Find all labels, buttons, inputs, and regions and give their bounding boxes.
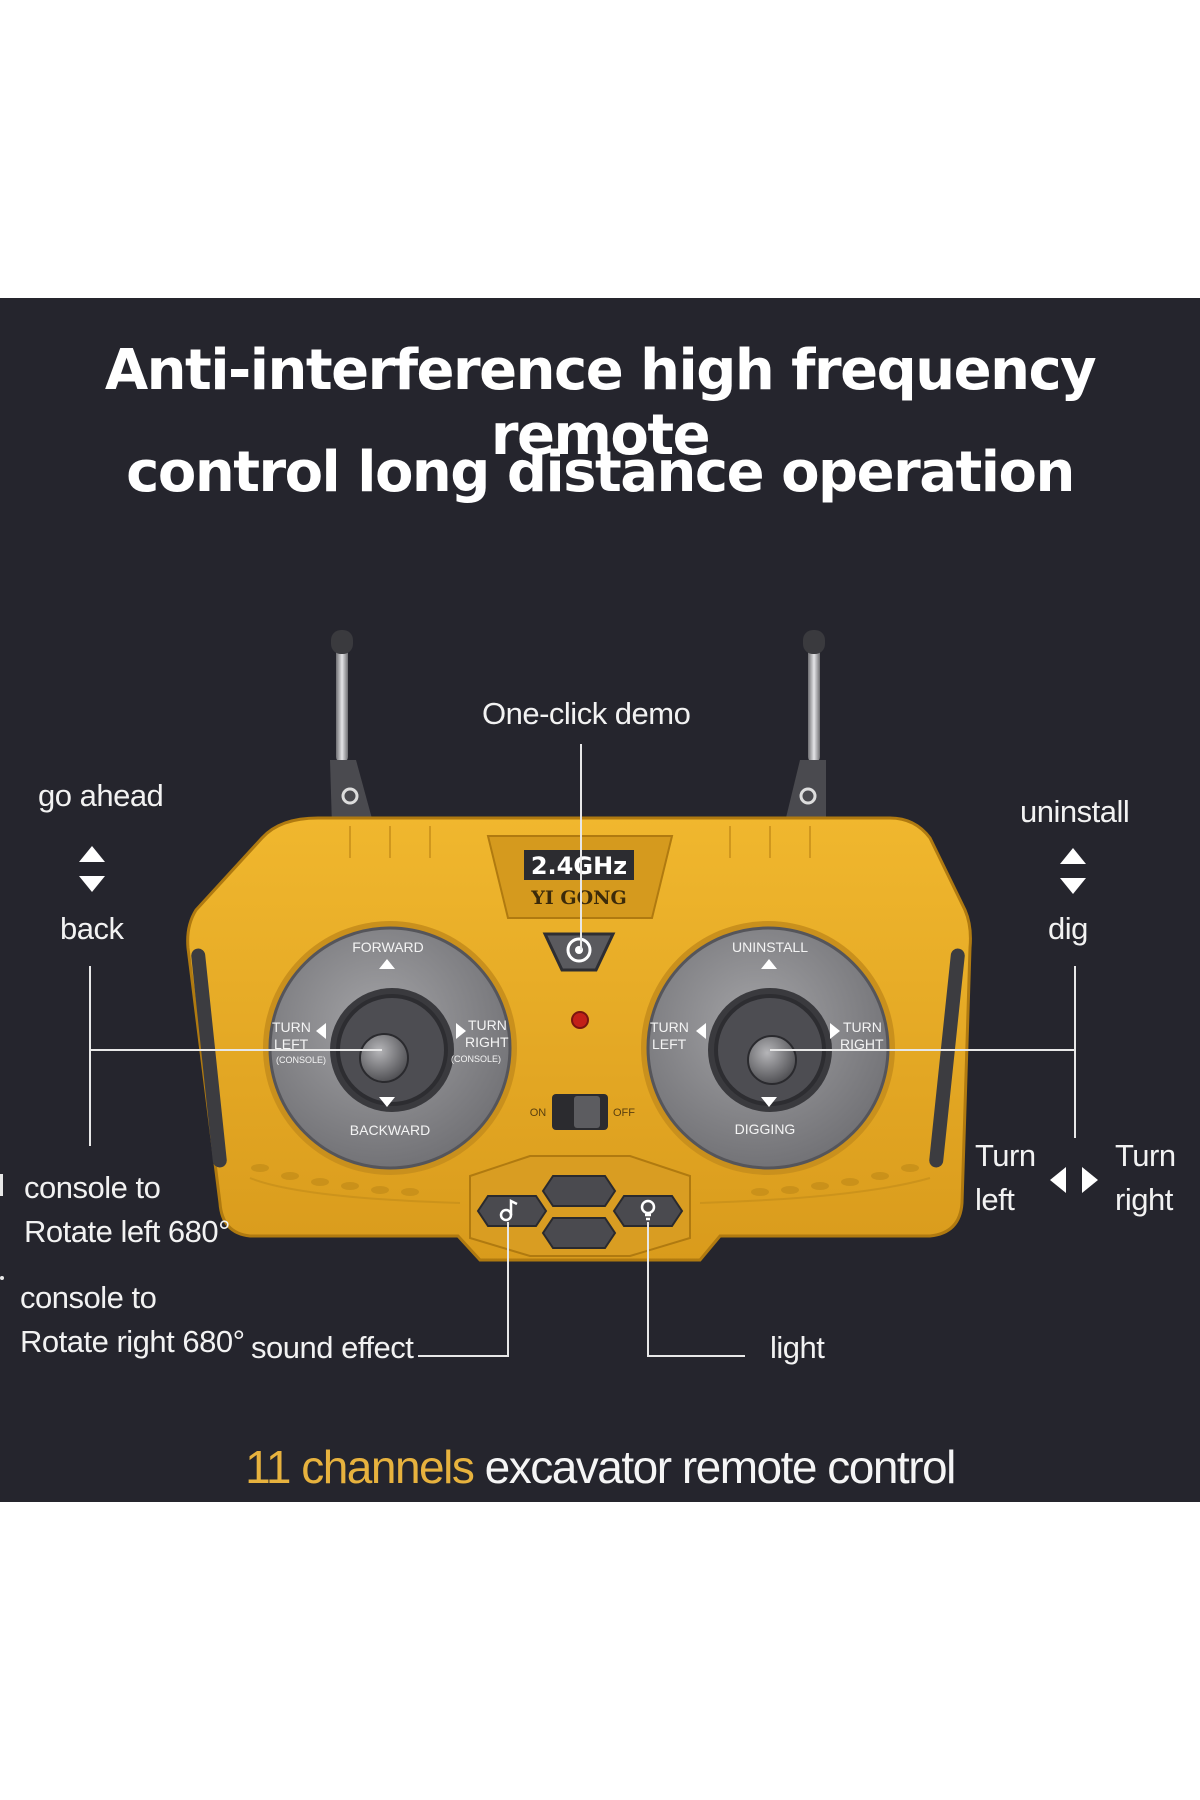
headline-line-2: control long distance operation [126,440,1075,505]
left-stick-left-line1: TURN [272,1019,311,1035]
double-arrow-vertical-icon [1060,848,1086,894]
double-arrow-horizontal-icon [1050,1167,1098,1193]
right-stick-left-line1: TURN [650,1019,689,1035]
top-center-button[interactable] [541,1175,617,1207]
left-antenna [330,630,374,826]
sound-effect-label: sound effect [251,1330,414,1365]
frequency-badge [524,850,634,880]
go-ahead-label: go ahead [38,778,164,813]
switch-on-label: ON [530,1107,547,1119]
power-switch[interactable] [552,1094,608,1130]
badge-frequency-text: 2.4GHz [531,852,627,880]
left-stick-left-line2: LEFT [274,1036,309,1052]
double-arrow-vertical-icon [79,846,105,892]
right-stick-right-line1: TURN [843,1019,882,1035]
left-stick-left-line3: (CONSOLE) [276,1055,326,1065]
console-left-label-line2: Rotate left 680° [24,1214,231,1249]
left-joystick[interactable] [263,921,517,1175]
light-label: light [770,1330,825,1365]
bottom-center-button[interactable] [541,1217,617,1249]
left-stick-up-label: FORWARD [352,939,424,955]
gear-icon [566,937,592,963]
badge-brand-text: YI GONG [530,887,626,909]
one-click-demo-label: One-click demo [482,696,691,731]
right-stick-left-line2: LEFT [652,1036,687,1052]
left-stick-right-line3: (CONSOLE) [451,1054,501,1064]
right-stick-right-line2: RIGHT [840,1036,884,1052]
sound-effect-button[interactable] [476,1195,548,1227]
right-joystick[interactable] [641,921,895,1175]
footer-accent: 11 channels [245,1441,475,1493]
uninstall-label: uninstall [1020,794,1130,829]
left-stick-down-label: BACKWARD [350,1122,430,1138]
light-button[interactable] [612,1195,684,1227]
product-panel: Anti-interference high frequency remote … [0,298,1200,1502]
demo-button[interactable] [542,932,616,972]
turn-left-label-line1: Turn [975,1138,1036,1173]
footer-rest: excavator remote control [473,1441,957,1493]
console-right-label-line1: console to [20,1280,157,1315]
back-label: back [60,911,124,946]
right-stick-down-label: DIGGING [735,1121,796,1137]
turn-left-label-line2: left [975,1182,1015,1217]
turn-right-label-line2: right [1115,1182,1173,1217]
power-led [571,1011,589,1029]
bulb-icon [640,1199,656,1221]
console-left-label-line1: console to [24,1170,161,1205]
dig-label: dig [1048,911,1088,946]
right-antenna [784,630,826,826]
right-stick-up-label: UNINSTALL [732,939,808,955]
console-right-label-line2: Rotate right 680° [20,1324,245,1359]
music-note-icon [499,1198,518,1222]
footer-caption: 11 channels excavator remote control [0,1440,1200,1494]
turn-right-label-line1: Turn [1115,1138,1176,1173]
remote-control-illustration: 2.4GHz YI GONG ON OFF [0,630,1098,1357]
switch-off-label: OFF [613,1107,635,1119]
left-stick-right-line2: RIGHT [465,1034,509,1050]
left-stick-right-line1: TURN [468,1017,507,1033]
headline-line-1: Anti-interference high frequency remote [104,338,1097,468]
